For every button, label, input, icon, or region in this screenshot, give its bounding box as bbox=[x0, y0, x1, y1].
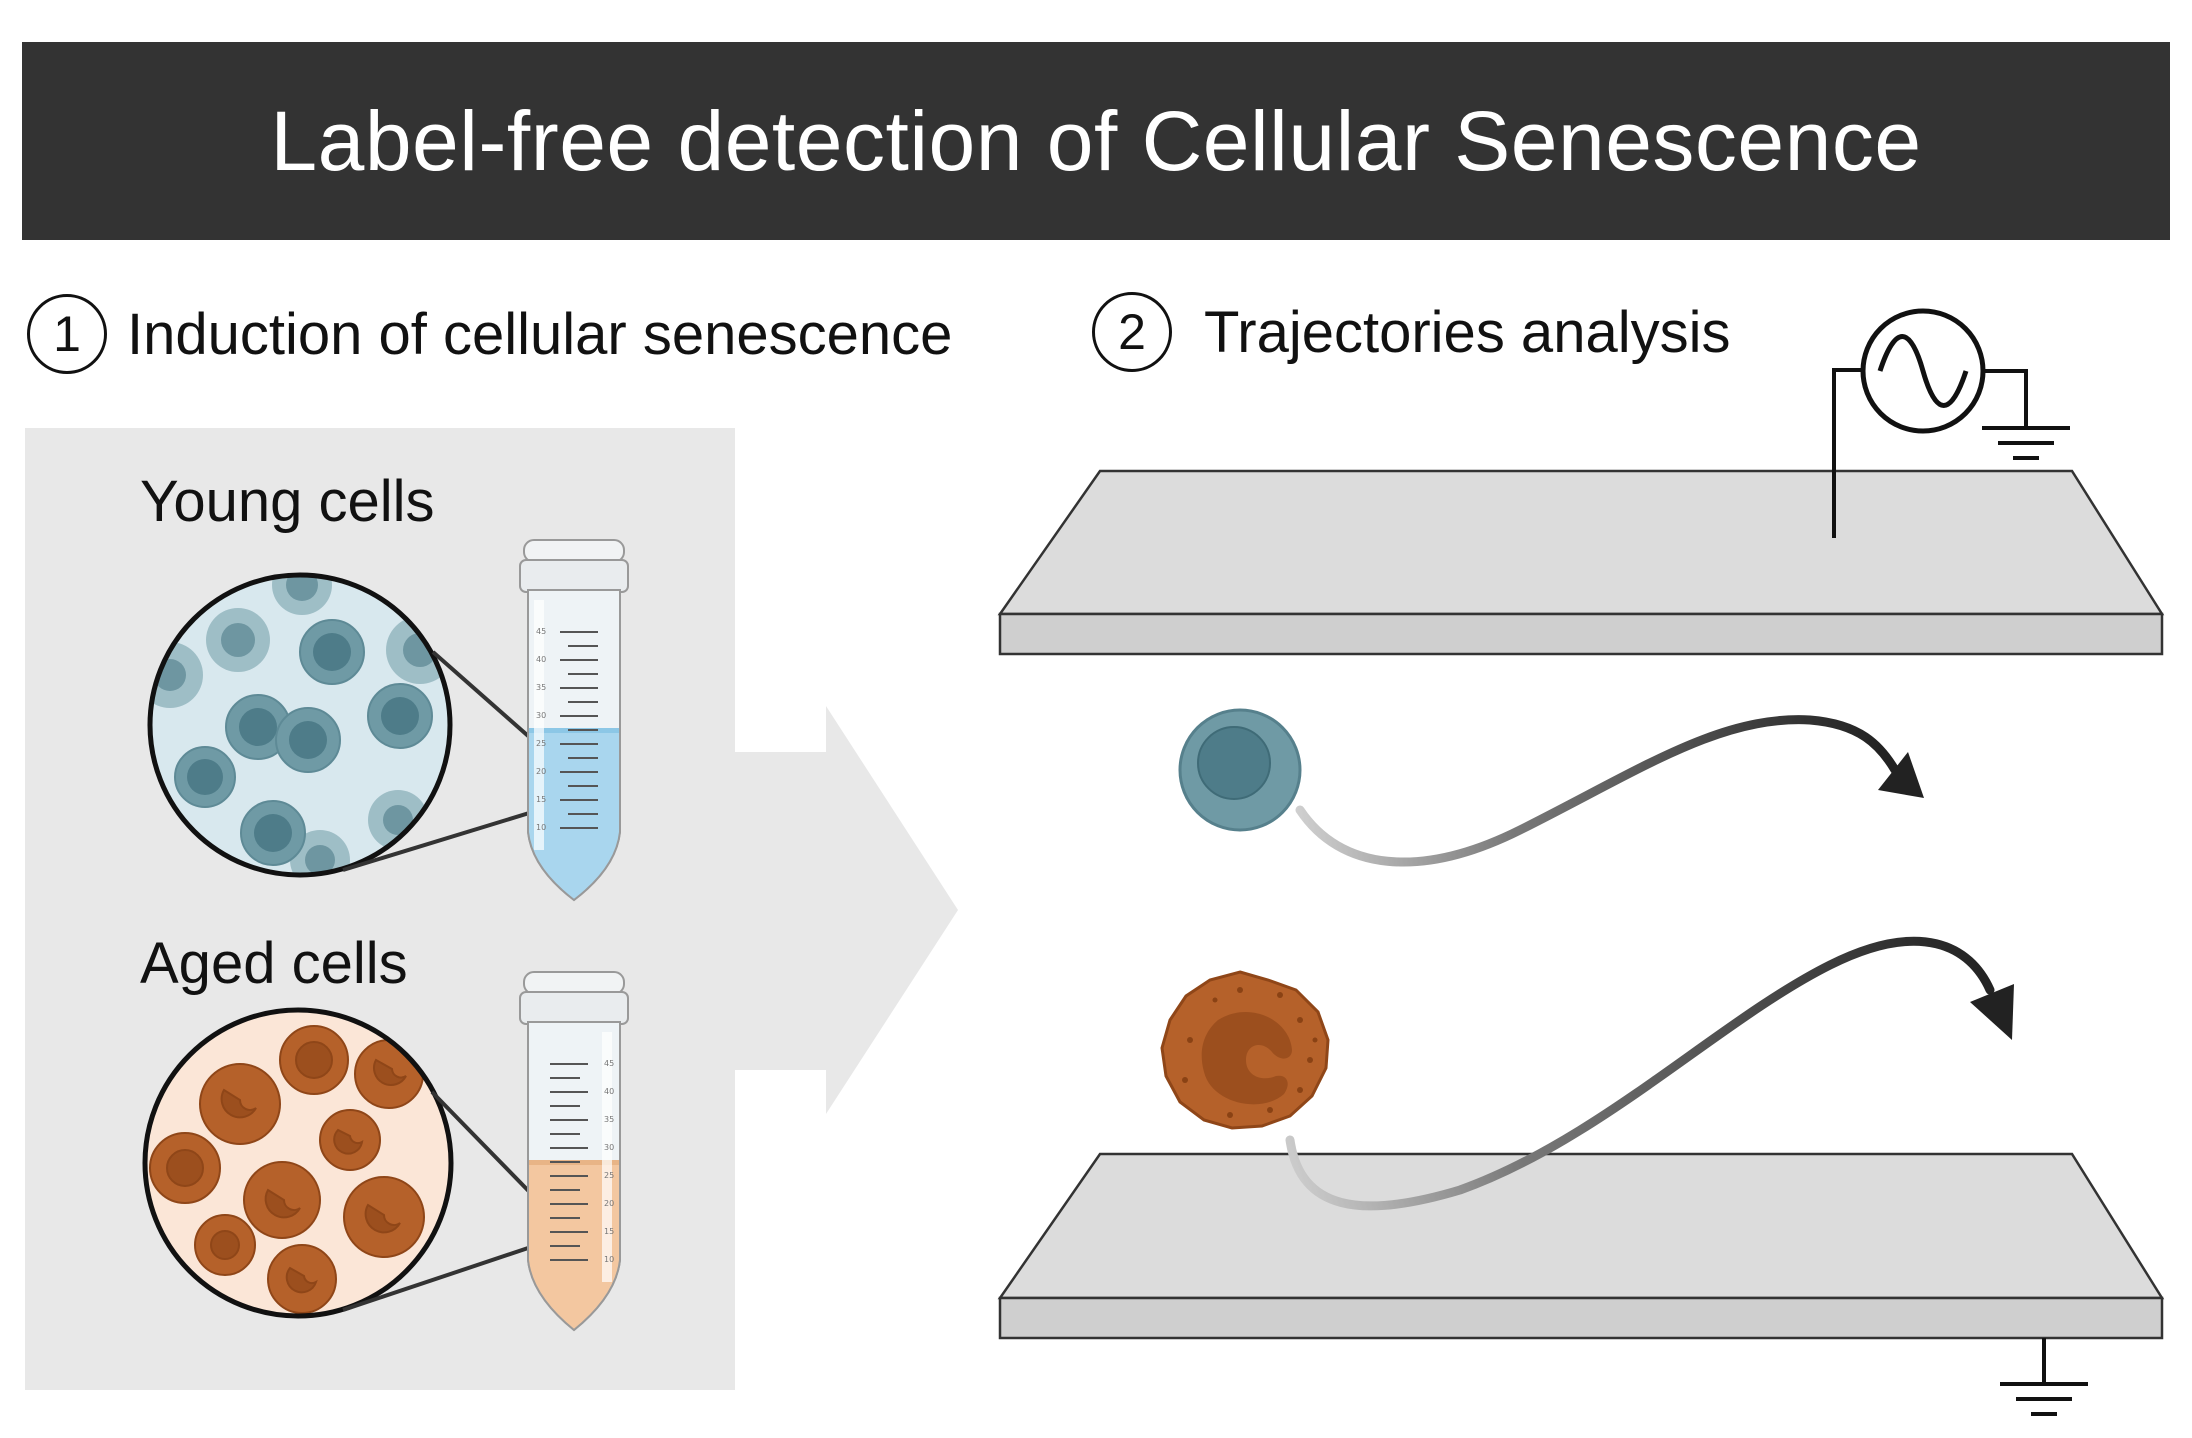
tube1-mark-40: 40 bbox=[536, 655, 546, 664]
tube2-mark-35: 35 bbox=[604, 1115, 614, 1124]
tube1-mark-10: 10 bbox=[536, 823, 546, 832]
tube1-mark-45: 45 bbox=[536, 627, 546, 636]
step-2-label: Trajectories analysis bbox=[1204, 299, 1731, 365]
tube2-mark-20: 20 bbox=[604, 1199, 614, 1208]
ground-icon bbox=[1982, 426, 2070, 460]
tube2-mark-15: 15 bbox=[604, 1227, 614, 1236]
tube1-mark-30: 30 bbox=[536, 711, 546, 720]
aged-cells-label: Aged cells bbox=[140, 931, 408, 996]
young-cells-magnified bbox=[147, 572, 554, 878]
step-1-number: 1 bbox=[27, 294, 107, 374]
tube2-mark-45: 45 bbox=[604, 1059, 614, 1068]
ac-source-icon bbox=[1832, 308, 2028, 538]
tube2-mark-30: 30 bbox=[604, 1143, 614, 1152]
top-electrode bbox=[997, 469, 2165, 656]
sample-panel bbox=[25, 428, 958, 1390]
tube1-mark-35: 35 bbox=[536, 683, 546, 692]
tube1-mark-20: 20 bbox=[536, 767, 546, 776]
page-title: Label-free detection of Cellular Senesce… bbox=[270, 93, 1922, 188]
aged-cell-trajectory bbox=[1160, 936, 2014, 1211]
process-arrow bbox=[735, 706, 958, 1114]
tube2-mark-25: 25 bbox=[604, 1171, 614, 1180]
step-1-label: Induction of cellular senescence bbox=[127, 301, 953, 367]
tube1-mark-15: 15 bbox=[536, 795, 546, 804]
ground-icon bbox=[2000, 1338, 2088, 1416]
aged-cells-magnified bbox=[142, 1007, 554, 1319]
bottom-electrode bbox=[997, 1152, 2165, 1340]
step-1-header: 1 Induction of cellular senescence bbox=[27, 294, 952, 374]
young-cells-tube: 45 40 35 30 25 20 15 10 bbox=[519, 539, 629, 902]
tube2-mark-40: 40 bbox=[604, 1087, 614, 1096]
tube1-mark-25: 25 bbox=[536, 739, 546, 748]
step-2-header: 2 Trajectories analysis bbox=[1092, 292, 1730, 372]
young-cells-label: Young cells bbox=[140, 469, 435, 534]
young-cell-trajectory bbox=[1178, 708, 1924, 867]
step-2-number: 2 bbox=[1092, 292, 1172, 372]
title-banner: Label-free detection of Cellular Senesce… bbox=[22, 42, 2170, 240]
tube2-mark-10: 10 bbox=[604, 1255, 614, 1264]
